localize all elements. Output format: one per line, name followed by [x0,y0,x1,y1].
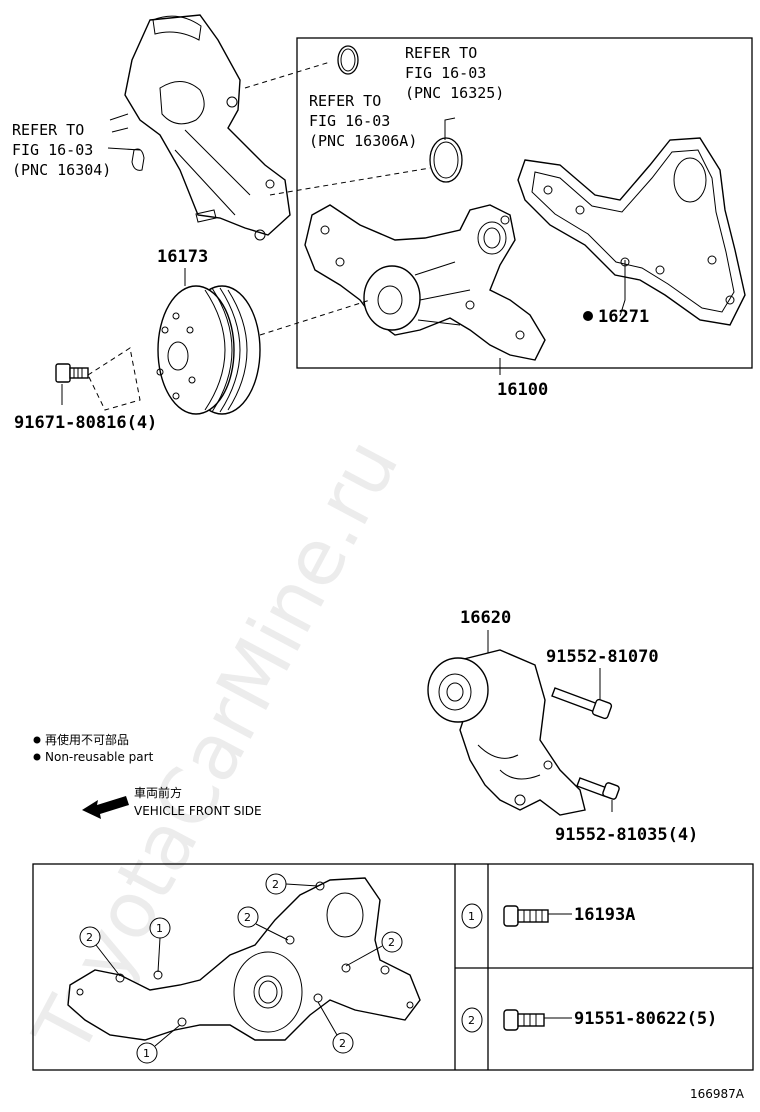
callout-1-top: 1 [149,917,171,973]
bolt-location-box [32,863,754,1071]
callout-2-top: 2 [265,873,319,895]
water-pump [304,204,546,361]
svg-text:1: 1 [143,1047,150,1060]
svg-text:2: 2 [468,1014,475,1027]
legend-en: Non-reusable part [45,750,154,764]
bolt-location-gasket [67,877,421,1041]
tensioner [427,649,586,816]
pulley-bolt-pn: 91671-80816(4) [14,413,157,433]
key-callout-1: 1 [461,903,483,929]
callout-2-mid: 2 [237,906,289,941]
callout-2-bottom: 2 [317,1001,354,1054]
o-ring-small [337,45,359,75]
tensioner-pn: 16620 [460,608,511,628]
refer-label-3: REFER TO FIG 16-03 (PNC 16325) [405,44,504,102]
legend-dot-jp [33,736,41,744]
svg-text:2: 2 [86,931,93,944]
figure-id: 166987A [690,1087,745,1101]
o-ring-large-inner [433,141,459,179]
callout-2-left: 2 [79,926,121,977]
non-reusable-dot [583,311,593,321]
callout-1-bottom: 1 [136,1024,181,1064]
svg-text:2: 2 [244,911,251,924]
pump-box [296,37,753,369]
tensioner-bolt-1-pn: 91552-81070 [546,647,659,667]
callout-2-right: 2 [345,931,403,967]
oring-2-leader [269,167,431,196]
o-ring-small-inner [340,48,356,72]
bolt-2-pn: 91551-80622(5) [574,1009,717,1029]
pulley [156,285,261,415]
svg-text:2: 2 [388,936,395,949]
key-bolt-1 [503,905,572,927]
refer-label-2: REFER TO FIG 16-03 (PNC 16306A) [309,92,417,150]
tensioner-bolt-short [576,777,620,800]
water-inlet-housing [109,14,291,241]
svg-text:2: 2 [272,878,279,891]
svg-text:1: 1 [468,910,475,923]
key-bolt-2 [503,1009,572,1031]
front-label-jp: 車両前方 [134,785,182,800]
front-label-en: VEHICLE FRONT SIDE [134,804,262,818]
gasket [517,137,746,326]
key-callout-2: 2 [461,1007,483,1033]
refer-label-1: REFER TO FIG 16-03 (PNC 16304) [12,121,111,179]
legend-jp: 再使用不可部品 [45,732,129,747]
svg-text:2: 2 [339,1037,346,1050]
refer-1-leader [107,147,141,151]
pulley-pn: 16173 [157,247,208,267]
svg-text:1: 1 [156,922,163,935]
bolt-1-pn: 16193A [574,905,635,925]
gasket-pn: 16271 [598,307,649,327]
front-arrow-icon [82,796,129,819]
legend-dot-en [33,753,41,761]
oring-1-leader [244,61,331,89]
pump-assy-pn: 16100 [497,380,548,400]
tensioner-bolt-long [551,687,613,720]
tensioner-bolt-2-pn: 91552-81035(4) [555,825,698,845]
pulley-bolt [55,363,89,383]
o-ring-large [429,137,463,183]
